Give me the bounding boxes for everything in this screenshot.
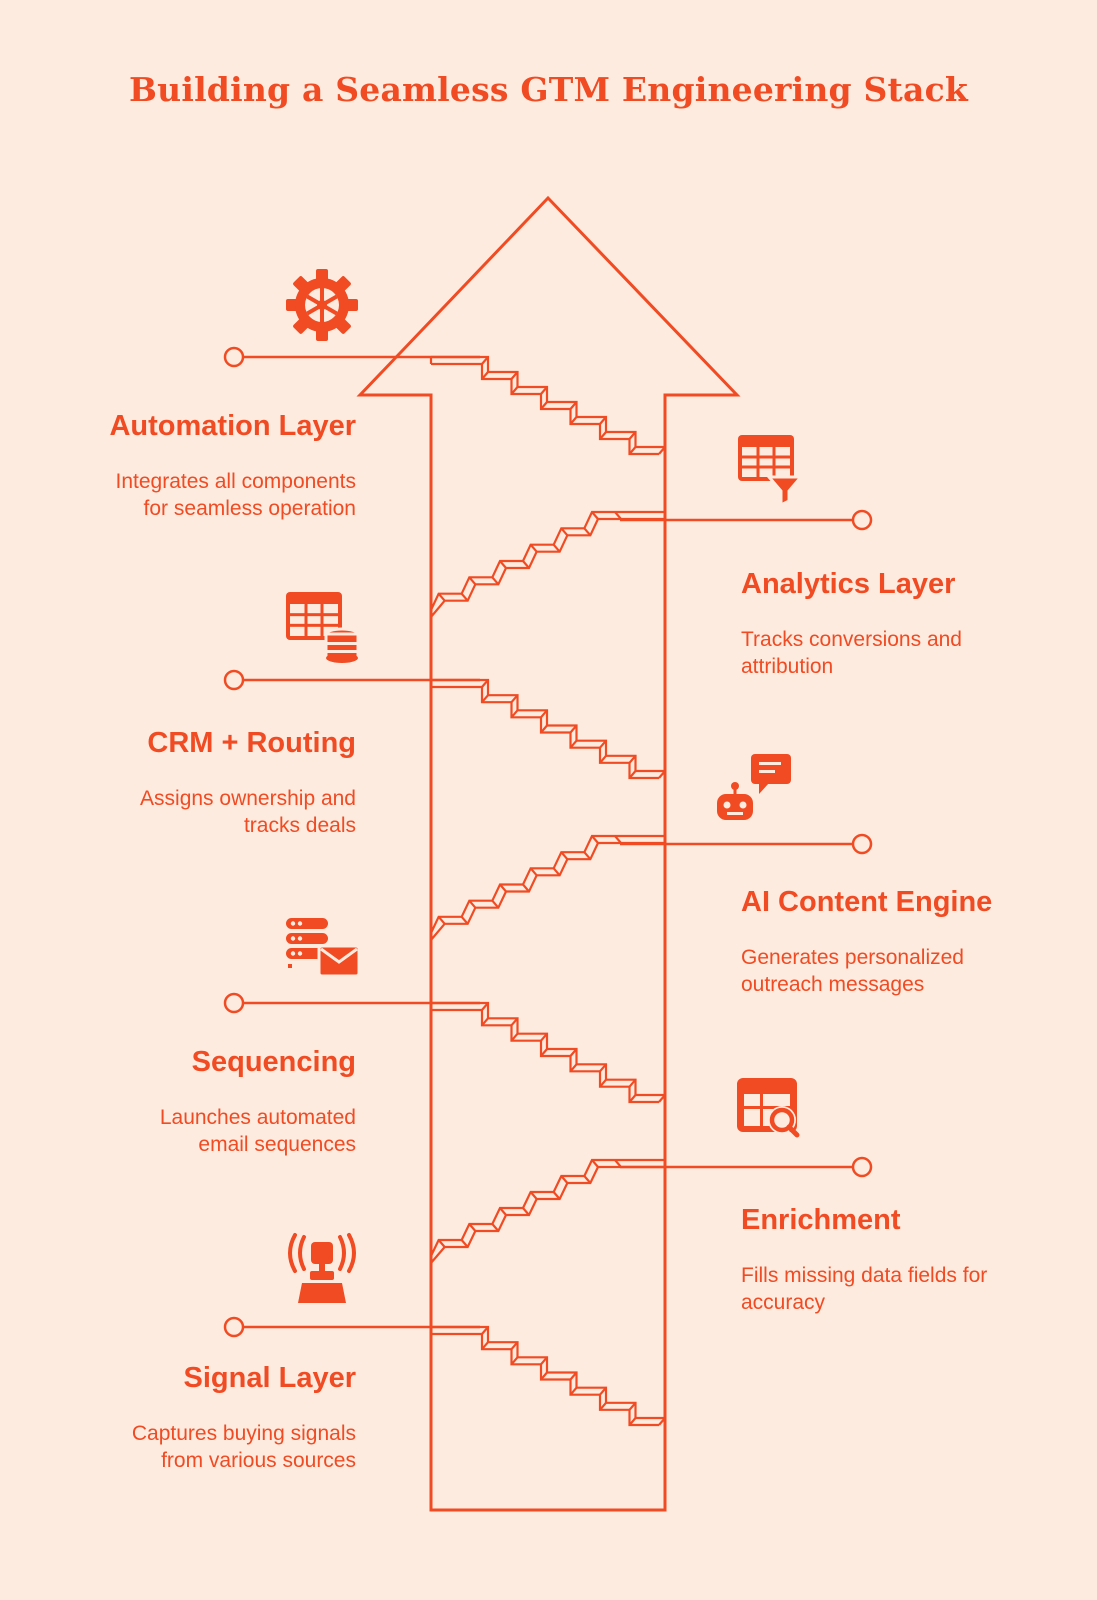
table-search-icon [737,1078,800,1138]
page-title: Building a Seamless GTM Engineering Stac… [129,70,968,109]
layer-title: Enrichment [741,1204,901,1236]
connector-2 [620,509,873,531]
icons [286,269,805,1303]
layer-description: Integrates all components for seamless o… [115,470,356,520]
staircase-1 [429,355,666,456]
table-database-icon [286,592,360,663]
staircases [429,355,667,1427]
layer-description: Assigns ownership and tracks deals [140,787,356,837]
connector-1 [223,346,480,368]
layer-description: Launches automated email sequences [159,1106,356,1156]
connector-7 [223,1316,480,1338]
staircase-6 [429,1158,667,1264]
gear-wheel-icon [286,269,358,341]
table-filter-icon [738,435,805,508]
layer-title: Signal Layer [183,1362,356,1394]
layer-title: Sequencing [191,1046,356,1078]
connectors [223,346,873,1338]
staircase-3 [429,678,666,780]
layer-description: Generates personalized outreach messages [741,946,964,996]
layer-title: Analytics Layer [741,568,956,600]
layer-description: Tracks conversions and attribution [741,628,962,678]
staircase-4 [429,834,667,941]
layer-title: Automation Layer [109,410,356,442]
layer-title: CRM + Routing [147,727,356,759]
connector-6 [620,1156,873,1178]
connector-5 [223,992,480,1014]
robot-chat-icon [717,754,791,820]
connector-4 [620,833,873,855]
signal-beacon-icon [288,1233,356,1303]
staircase-2 [429,510,667,618]
staircase-7 [429,1325,666,1427]
staircase-5 [429,1001,666,1104]
layer-description: Captures buying signals from various sou… [131,1422,356,1472]
server-email-icon [286,918,361,978]
layer-description: Fills missing data fields for accuracy [741,1264,988,1314]
arrow-outline [356,195,741,1512]
connector-3 [223,669,480,691]
layer-title: AI Content Engine [741,886,993,918]
